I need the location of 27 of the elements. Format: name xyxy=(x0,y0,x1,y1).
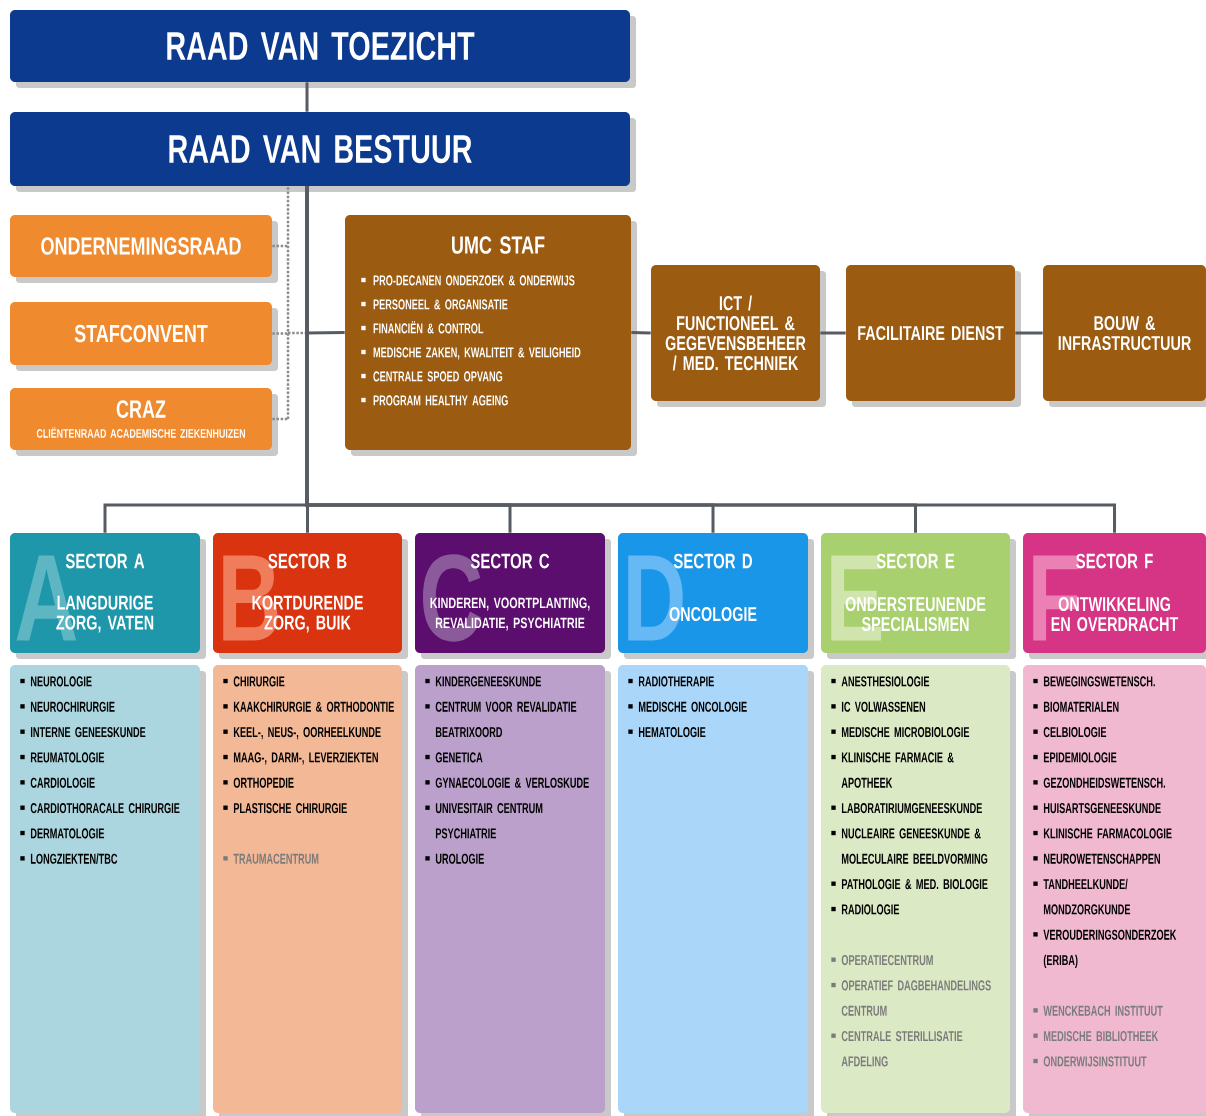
connector-line xyxy=(272,417,288,421)
connector-line xyxy=(272,244,288,248)
connector-line xyxy=(305,82,309,112)
connector-line xyxy=(820,331,846,335)
list-item: BEWEGINGSWETENSCH. xyxy=(1033,676,1155,687)
list-item: MEDISCHE BIBLIOTHEEK xyxy=(1033,1031,1159,1042)
org-box: RAAD VAN TOEZICHT xyxy=(10,10,636,88)
org-box: ONDERNEMINGSRAAD xyxy=(10,215,278,283)
connector-line xyxy=(272,332,288,335)
org-box: ICT / FUNCTIONEEL & GEGEVENSBEHEER / MED. TECHNIEK xyxy=(651,265,826,407)
connector-line xyxy=(1015,331,1043,335)
list-item: CELBIOLOGIE xyxy=(1033,727,1107,738)
list-item: BIOMATERIALEN xyxy=(1033,701,1119,712)
list-item: ONDERWIJSINSTITUUT xyxy=(1033,1056,1147,1067)
org-box: RAAD VAN BESTUUR xyxy=(10,112,636,192)
list-item: WENCKEBACH INSTITUUT xyxy=(1033,1005,1163,1016)
list-item: HUISARTSGENEESKUNDE xyxy=(1033,803,1161,814)
list-item: GEZONDHEIDSWETENSCH. xyxy=(1033,777,1165,788)
list-item: EPIDEMIOLOGIE xyxy=(1033,752,1117,763)
org-box: CRAZ CLIËNTENRAAD ACADEMISCHE ZIEKENHUIZEN xyxy=(10,388,278,456)
list-item: NEUROWETENSCHAPPEN xyxy=(1033,853,1160,864)
org-box: STAFCONVENT xyxy=(10,302,278,371)
list-item: KLINISCHE FARMACOLOGIE xyxy=(1033,828,1172,839)
list-item: TANDHEELKUNDE/ MONDZORGKUNDE xyxy=(1033,878,1131,915)
list-item: VEROUDERINGSONDERZOEK (ERIBA) xyxy=(1033,929,1177,968)
org-box: FACILITAIRE DIENST xyxy=(846,265,1021,407)
org-box: BOUW & INFRASTRUCTUUR xyxy=(1043,265,1206,407)
